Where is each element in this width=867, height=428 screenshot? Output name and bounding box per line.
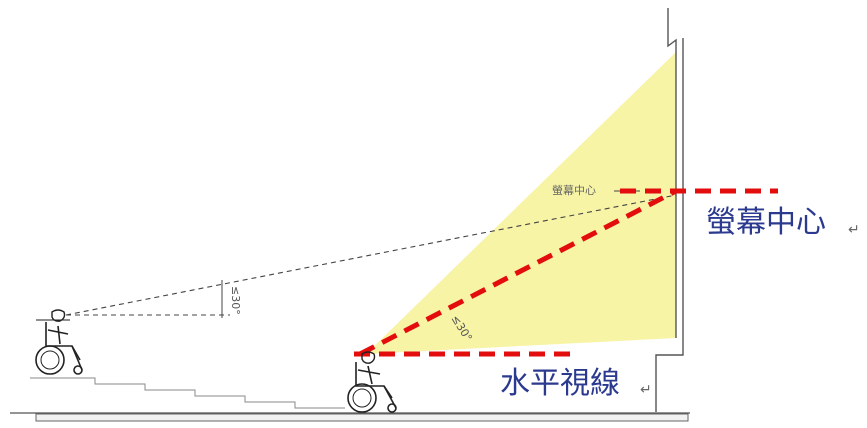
horizontal-sightline-label: 水平視線 <box>500 366 620 401</box>
stepped-seating <box>30 377 345 409</box>
wheelchair-user-far <box>35 309 83 375</box>
screen-center-small-label: 螢幕中心 <box>552 183 596 197</box>
red-sightline <box>358 188 678 357</box>
wheelchair-user-near <box>347 351 397 413</box>
horizontal-sightline-return-mark: ↵ <box>640 382 652 398</box>
viewing-cone <box>366 52 676 354</box>
red-dashed-lines <box>354 188 778 357</box>
screen-center-return-mark: ↵ <box>848 222 860 238</box>
screen-center-label: 螢幕中心 <box>706 205 826 240</box>
floor <box>10 412 690 422</box>
far-angle-group: ≤30° <box>229 286 242 315</box>
far-angle-label: ≤30° <box>229 286 242 315</box>
far-sightline <box>65 194 677 316</box>
